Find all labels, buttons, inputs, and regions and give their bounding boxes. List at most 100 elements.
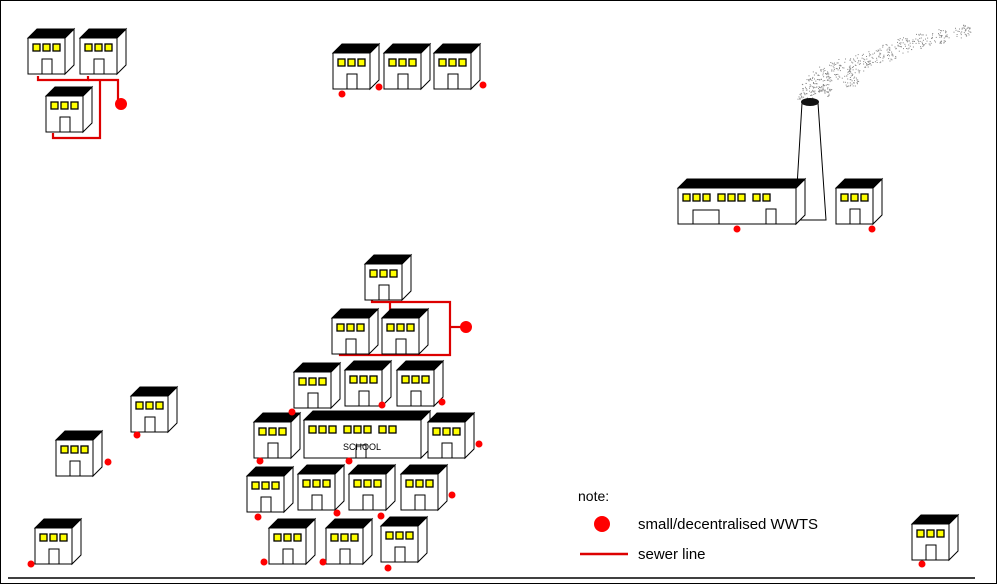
smoke-particle <box>830 89 832 91</box>
house <box>331 42 381 91</box>
smoke-particle <box>801 96 803 98</box>
smoke-particle <box>822 69 824 71</box>
smoke-particle <box>849 59 851 61</box>
house-door <box>260 496 272 512</box>
house-roof <box>33 518 83 529</box>
smoke-particle <box>880 61 882 63</box>
smoke-particle <box>852 74 854 76</box>
smoke-particle <box>822 80 824 82</box>
smoke-particle <box>810 85 812 87</box>
smoke-particle <box>823 85 825 87</box>
smoke-particle <box>969 27 971 29</box>
smoke-particle <box>863 58 865 60</box>
wwts-unit <box>338 90 346 98</box>
smoke-particle <box>854 72 856 74</box>
smoke-particle <box>891 51 893 53</box>
wwts-unit <box>438 398 446 406</box>
buildings: SCHOOL <box>26 27 960 566</box>
smoke-particle <box>809 86 811 88</box>
house-door <box>925 544 937 560</box>
smoke-particle <box>959 28 960 30</box>
wwts-unit <box>288 408 296 416</box>
smoke-particle <box>869 62 871 64</box>
smoke-particle <box>808 79 810 80</box>
smoke-particle <box>806 93 808 95</box>
house-door <box>692 209 720 224</box>
smoke-particle <box>821 78 822 80</box>
school-building <box>302 409 432 460</box>
smoke-particle <box>810 92 812 93</box>
smoke-particle <box>945 32 947 34</box>
smoke-particle <box>856 57 858 59</box>
smoke-particle <box>850 84 852 86</box>
smoke-particle <box>885 44 887 45</box>
house-door <box>346 73 358 89</box>
house-window <box>452 427 461 436</box>
smoke-particle <box>931 37 933 39</box>
smoke-particle <box>917 39 919 41</box>
smoke-particle <box>837 73 839 75</box>
smoke-particle <box>804 94 806 96</box>
smoke-particle <box>940 30 942 31</box>
smoke-particle <box>903 37 904 39</box>
smoke-particle <box>946 34 948 36</box>
smoke-particle <box>883 56 885 58</box>
smoke-particle <box>945 36 947 38</box>
smoke-particle <box>965 34 967 36</box>
wwts-unit <box>475 440 483 448</box>
smoke-particle <box>939 42 941 44</box>
smoke-particle <box>842 67 844 69</box>
smoke-particle <box>938 29 940 31</box>
house-window <box>386 323 395 332</box>
smoke-particle <box>957 30 959 32</box>
smoke-particle <box>964 26 966 27</box>
smoke-particle <box>889 60 891 62</box>
wwts-unit <box>133 431 141 439</box>
smoke-particle <box>826 76 828 78</box>
smoke-particle <box>868 61 870 63</box>
smoke-particle <box>852 67 854 68</box>
smoke-particle <box>918 34 920 36</box>
house-door <box>394 546 406 562</box>
smoke-particle <box>852 74 853 76</box>
wwts-unit-large <box>460 321 472 333</box>
house-window <box>340 533 349 542</box>
house <box>910 513 960 562</box>
wwts-unit <box>378 401 386 409</box>
smoke-particle <box>876 57 878 59</box>
smoke-particle <box>964 33 966 35</box>
house-window <box>353 425 362 434</box>
house <box>399 463 449 512</box>
smoke-particle <box>940 35 942 36</box>
smoke-particle <box>825 84 827 86</box>
wwts-unit <box>479 81 487 89</box>
smoke-particle <box>813 94 815 95</box>
smoke-particle <box>849 68 851 70</box>
smoke-particle <box>904 43 906 45</box>
smoke-particle <box>843 81 845 83</box>
smoke-particle <box>819 90 821 91</box>
smoke-particle <box>840 65 842 67</box>
house-roof <box>380 308 430 319</box>
smoke-particle <box>818 90 820 92</box>
wwts-unit <box>918 560 926 568</box>
house-door <box>765 208 777 224</box>
house-window <box>396 323 405 332</box>
house-window <box>408 58 417 67</box>
smoke-particle <box>882 45 884 47</box>
smoke-particle <box>817 74 819 76</box>
smoke-particle <box>850 68 852 70</box>
smoke-particle <box>923 44 924 46</box>
smoke-particle <box>813 87 814 89</box>
house-window <box>737 193 746 202</box>
smoke-particle <box>886 49 888 51</box>
smoke-particle <box>945 35 947 37</box>
smoke-particle <box>956 35 958 37</box>
smoke-particle <box>827 87 829 89</box>
smoke-particle <box>830 79 832 81</box>
house-window <box>330 533 339 542</box>
wwts-unit <box>256 457 264 465</box>
smoke-particle <box>882 46 884 48</box>
wwts-unit <box>27 560 35 568</box>
